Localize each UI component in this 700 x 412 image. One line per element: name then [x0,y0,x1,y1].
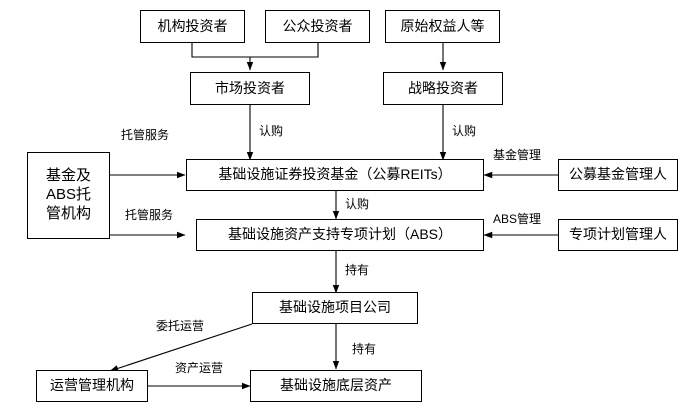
node-strategic-investor[interactable]: 战略投资者 [383,72,503,105]
node-abs-plan[interactable]: 基础设施资产支持专项计划（ABS） [196,219,484,251]
node-public-reits-fund[interactable]: 基础设施证券投资基金（公募REITs） [186,159,484,191]
edge-label-custody-service-top: 托管服务 [120,128,171,142]
node-underlying-asset[interactable]: 基础设施底层资产 [250,370,422,402]
node-original-equity-holder[interactable]: 原始权益人等 [385,10,500,43]
node-project-company[interactable]: 基础设施项目公司 [252,292,418,324]
edge-label-asset-operation: 资产运营 [174,361,225,375]
edge-label-hold-underlying-asset: 持有 [351,342,378,356]
node-public-investor[interactable]: 公众投资者 [265,10,370,43]
node-public-fund-manager[interactable]: 公募基金管理人 [558,159,678,191]
node-institutional-investor[interactable]: 机构投资者 [140,10,245,43]
edge-label-hold-project-company: 持有 [344,263,371,277]
node-fund-abs-custodian[interactable]: 基金及 ABS托 管机构 [27,152,110,239]
edge-label-subscribe-strategic: 认购 [451,124,478,138]
node-abs-plan-manager[interactable]: 专项计划管理人 [558,219,678,251]
node-operation-manager[interactable]: 运营管理机构 [36,370,148,402]
edge-label-abs-management: ABS管理 [492,212,543,226]
edge-label-subscribe-abs: 认购 [344,197,371,211]
node-market-investor[interactable]: 市场投资者 [190,72,310,105]
edge-label-fund-management: 基金管理 [492,148,543,162]
edge-label-subscribe-market: 认购 [258,124,285,138]
edge-label-entrusted-operation: 委托运营 [155,319,206,333]
edge-label-custody-service-bottom: 托管服务 [124,208,175,222]
